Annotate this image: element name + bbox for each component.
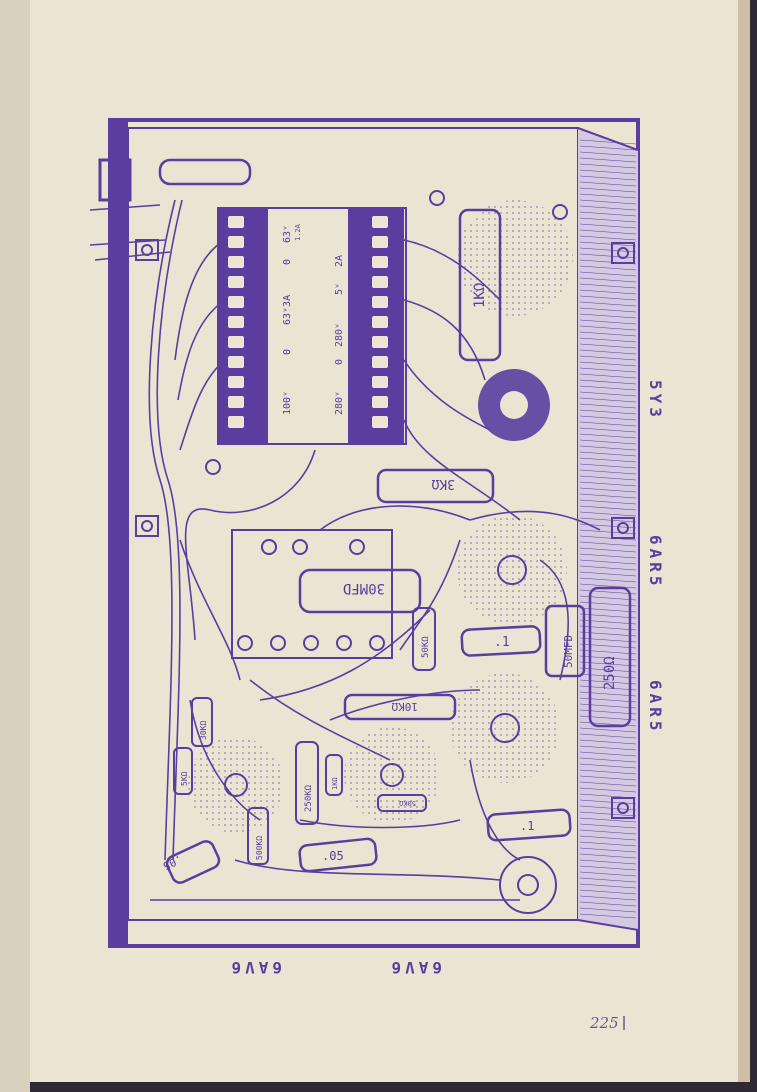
- chassis-front-edge: [110, 120, 128, 946]
- wiring-harness: [148, 199, 601, 901]
- resistor-1k: 1KΩ: [458, 208, 502, 362]
- page-number: 225: [589, 1014, 619, 1032]
- label-30mfd: 30MFD: [343, 580, 385, 596]
- hex-nut: [349, 539, 365, 555]
- tube-label-6ar5-b: 6AR5: [646, 680, 665, 735]
- tube-socket-6av6-b: [188, 737, 284, 833]
- label-0-1-a: .1: [494, 635, 510, 650]
- resistor-10k: 10KΩ: [343, 693, 457, 721]
- tap-63v: 63ᵛ: [282, 225, 293, 243]
- capacitor-0-1-a: .1: [460, 625, 542, 657]
- screw: [135, 515, 159, 537]
- tap-100v: 100ᵛ: [282, 391, 293, 415]
- resistor-3k: 3KΩ: [376, 468, 495, 504]
- solder-lug: [228, 356, 244, 368]
- facing-page-edge: [0, 0, 30, 1092]
- tap-1-2a: 1.2A: [294, 223, 302, 241]
- label-500k: 500KΩ: [255, 836, 264, 860]
- label-0-1-b: .1: [520, 819, 534, 833]
- tap-280v-a: 280ᵛ: [334, 391, 345, 415]
- tap-280v-b: 280ᵛ: [334, 323, 345, 347]
- solder-lug: [372, 376, 388, 388]
- label-1k: 1KΩ: [472, 283, 488, 308]
- solder-lug: [372, 296, 388, 308]
- solder-lug: [228, 416, 244, 428]
- solder-lug: [228, 276, 244, 288]
- transformer-tap-labels: 100ᵛ 0 63ᵛ3A 0 63ᵛ 1.2A 280ᵛ 0 280ᵛ 5ᵛ 2…: [282, 223, 345, 415]
- power-transformer: 100ᵛ 0 63ᵛ3A 0 63ᵛ 1.2A 280ᵛ 0 280ᵛ 5ᵛ 2…: [217, 207, 407, 445]
- solder-lug: [372, 356, 388, 368]
- tube-labels-bottom: 6AV6 6AV6: [227, 958, 442, 977]
- resistor-50k-b: 50KΩ: [377, 794, 427, 812]
- label-3k: 3KΩ: [431, 476, 455, 491]
- label-5k: 5KΩ: [180, 771, 189, 786]
- screw: [611, 797, 635, 819]
- resistor-250-ohm: 250Ω: [588, 586, 632, 728]
- capacitor-30mfd: 30MFD: [298, 568, 422, 614]
- resistor-500k: 500KΩ: [247, 807, 269, 865]
- capacitor-0-1-b: .1: [486, 808, 572, 842]
- tap-0-b: 0: [282, 259, 293, 265]
- solder-lug: [372, 256, 388, 268]
- solder-lug: [372, 416, 388, 428]
- tap-2a: 2A: [334, 255, 345, 267]
- tube-label-6av6-b: 6AV6: [387, 958, 442, 977]
- resistor-1k-b: 1KΩ: [325, 754, 343, 796]
- tube-socket-6av6-a: [344, 727, 440, 823]
- label-30k: 30KΩ: [199, 721, 208, 740]
- solder-lug: [228, 236, 244, 248]
- tap-0-c: 0: [334, 359, 345, 365]
- tube-label-5y3: 5Y3: [646, 380, 665, 421]
- power-switch: [89, 158, 252, 261]
- solder-lug: [372, 236, 388, 248]
- capacitor-50mfd: 50MFD: [544, 604, 586, 678]
- solder-lug: [372, 316, 388, 328]
- label-1k-b: 1KΩ: [331, 777, 339, 790]
- label-10k: 10KΩ: [391, 700, 418, 713]
- tube-socket-6ar5-b: [450, 673, 560, 783]
- solder-lug: [228, 376, 244, 388]
- solder-lug: [228, 296, 244, 308]
- tube-label-6av6-a: 6AV6: [227, 958, 282, 977]
- label-0-05: .05: [322, 849, 344, 863]
- hex-nut: [552, 204, 568, 220]
- solder-lug: [228, 216, 244, 228]
- tap-0-a: 0: [282, 349, 293, 355]
- tube-label-6ar5-a: 6AR5: [646, 535, 665, 590]
- capacitor-0-05: .05: [298, 837, 378, 873]
- screw: [611, 517, 635, 539]
- label-50k: 50KΩ: [421, 636, 431, 658]
- label-250k: 250KΩ: [304, 784, 314, 812]
- solder-lug: [228, 316, 244, 328]
- solder-lug: [228, 396, 244, 408]
- tube-labels-right: 5Y3 6AR5 6AR5: [646, 380, 665, 735]
- resistor-5k: 5KΩ: [173, 747, 193, 795]
- solder-lug: [372, 216, 388, 228]
- tube-socket-6ar5-a: [457, 515, 567, 625]
- tap-5v: 5ᵛ: [334, 283, 345, 295]
- filter-choke: [231, 529, 393, 659]
- resistor-50k: 50KΩ: [412, 607, 436, 671]
- volume-control-pot: [499, 856, 557, 914]
- solder-lug: [372, 396, 388, 408]
- resistor-250k: 250KΩ: [295, 741, 319, 825]
- solder-lug: [228, 336, 244, 348]
- solder-lug: [372, 336, 388, 348]
- hex-nut: [205, 459, 221, 475]
- hex-nut: [429, 190, 445, 206]
- solder-lug: [372, 276, 388, 288]
- chassis: [108, 118, 640, 948]
- resistor-30k: 30KΩ: [191, 697, 213, 747]
- label-50k-b: 50KΩ: [399, 799, 416, 807]
- solder-lug: [228, 256, 244, 268]
- chassis-side-wall: [578, 128, 638, 930]
- label-50mfd: 50MFD: [562, 635, 575, 668]
- tap-63v-3a: 63ᵛ3A: [282, 295, 293, 325]
- screw: [611, 242, 635, 264]
- label-250-ohm: 250Ω: [602, 656, 618, 690]
